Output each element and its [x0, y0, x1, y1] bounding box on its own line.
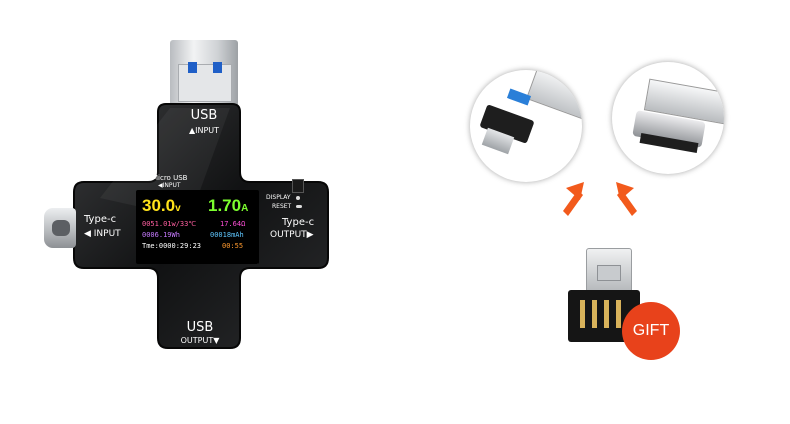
energy-readout: 0006.19Wh	[142, 231, 180, 239]
usb-c-plug	[44, 208, 76, 248]
gift-badge-label: GIFT	[632, 322, 670, 339]
bottom-output-label: OUTPUT▼	[180, 336, 220, 345]
arrow-up-right-icon	[616, 182, 637, 216]
right-output-label: OUTPUT▶	[270, 230, 314, 240]
display-label: DISPLAY	[266, 194, 291, 201]
gift-badge: GIFT	[622, 302, 680, 360]
micro-usb-connector	[586, 248, 632, 292]
voltage-readout: 30.0v	[142, 196, 181, 215]
orange-arrows	[563, 182, 637, 216]
current-readout: 1.70A	[208, 196, 249, 215]
top-input-label: ▲INPUT	[188, 126, 220, 135]
right-typec-label: Type-c	[282, 217, 315, 228]
side-button[interactable]	[292, 179, 304, 193]
usb-plug-image	[525, 70, 582, 120]
detail-circle-right	[612, 62, 724, 174]
countdown-readout: 00:55	[222, 242, 244, 250]
top-usb-label: USB	[190, 108, 218, 123]
display-dot	[296, 196, 300, 200]
detail-circle-left	[470, 70, 582, 182]
power-temp-readout: 0051.01w/33℃	[142, 220, 197, 228]
time-readout: Tme:0000:29:23	[142, 242, 202, 250]
capacity-readout: 00018mAh	[210, 231, 244, 239]
reset-dot	[296, 205, 302, 208]
reset-label: RESET	[272, 203, 292, 210]
resistance-readout: 17.64Ω	[220, 220, 246, 228]
left-typec-label: Type-c	[84, 214, 117, 225]
micro-usb-sub: ◀INPUT	[158, 182, 181, 189]
arrow-up-left-icon	[563, 182, 584, 216]
left-input-label: ◀ INPUT	[84, 229, 121, 239]
bottom-usb-label: USB	[186, 320, 214, 335]
usb-a-plug	[170, 40, 238, 106]
micro-usb-label: Micro USB	[152, 174, 188, 182]
lcd-screen: 30.0v 1.70A 0051.01w/33℃ 17.64Ω 0006.19W…	[136, 190, 259, 264]
